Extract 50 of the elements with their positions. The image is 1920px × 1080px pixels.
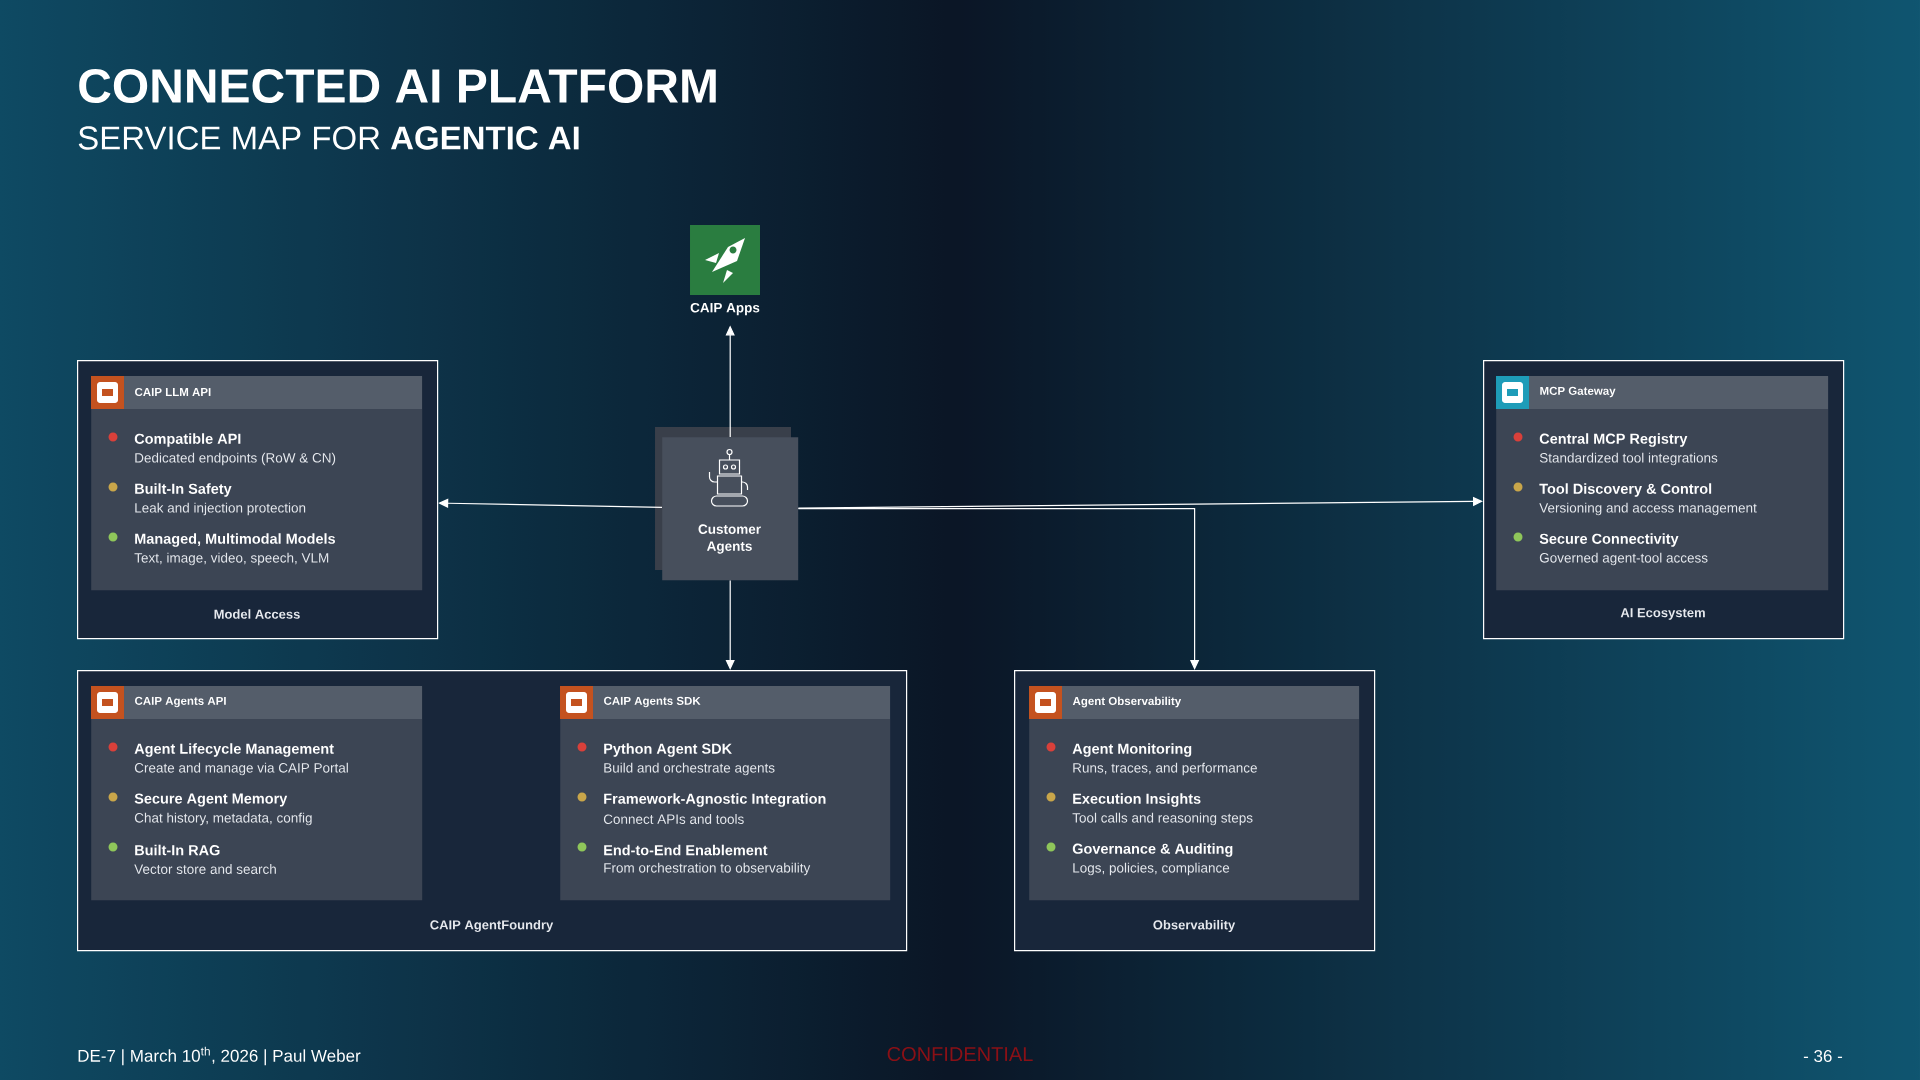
- feature-description: Build and orchestrate agents: [604, 762, 775, 776]
- page-number: - 36 -: [1803, 1050, 1843, 1063]
- card-title: Agent Observability: [1072, 696, 1182, 708]
- confidential-mark: CONFIDENTIAL: [887, 1046, 1033, 1062]
- subtitle: SERVICE MAP FOR AGENTIC AI: [78, 126, 579, 150]
- arrow: [725, 579, 735, 670]
- feature-title: Secure Agent Memory: [134, 793, 288, 807]
- feature-title: Managed, Multimodal Models: [135, 533, 336, 547]
- app-label: CAIP Apps: [690, 302, 760, 316]
- feature-title: Agent Lifecycle Management: [134, 743, 334, 757]
- feature-description: Create and manage via CAIP Portal: [134, 762, 348, 776]
- feature-description: Tool calls and reasoning steps: [1072, 812, 1253, 826]
- feature-title: End-to-End Enablement: [604, 844, 768, 856]
- feature-description: Text, image, video, speech, VLM: [134, 552, 329, 566]
- arrow: [797, 496, 1483, 509]
- feature-description: Dedicated endpoints (RoW & CN): [135, 452, 336, 466]
- title: CONNECTED AI PLATFORM: [79, 69, 716, 103]
- feature-title: Compatible API: [134, 433, 241, 447]
- feature-description: Connect APIs and tools: [603, 814, 744, 824]
- service-card: [91, 686, 423, 901]
- agent-box: Customer Agents: [655, 427, 799, 581]
- feature-title: Secure Connectivity: [1539, 533, 1679, 547]
- card-title: CAIP Agents SDK: [604, 696, 701, 708]
- feature-title: Governance & Auditing: [1072, 843, 1233, 857]
- footer-text: DE-7 | March 10$^{th}$, 2026 | Paul Weber: [78, 1046, 361, 1066]
- service-card: [1496, 376, 1829, 591]
- feature-description: Governed agent-tool access: [1539, 552, 1708, 566]
- feature-description: Logs, policies, compliance: [1073, 862, 1230, 876]
- arrow: [797, 508, 1200, 670]
- feature-title: Execution Insights: [1073, 793, 1201, 807]
- feature-title: Framework-Agnostic Integration: [604, 793, 826, 807]
- feature-description: Versioning and access management: [1539, 502, 1757, 516]
- feature-title: Central MCP Registry: [1539, 433, 1688, 447]
- card-title: MCP Gateway: [1540, 386, 1616, 398]
- feature-title: Python Agent SDK: [604, 743, 732, 757]
- card-title: CAIP LLM API: [135, 387, 211, 397]
- feature-title: Agent Monitoring: [1072, 743, 1192, 757]
- service-card: [1029, 686, 1360, 901]
- feature-description: From orchestration to observability: [604, 862, 811, 876]
- feature-description: Vector store and search: [134, 864, 276, 874]
- feature-description: Runs, traces, and performance: [1073, 762, 1257, 776]
- service-card: [91, 376, 423, 591]
- feature-title: Built-In RAG: [135, 844, 220, 856]
- feature-title: Built-In Safety: [135, 483, 232, 497]
- feature-description: Standardized tool integrations: [1539, 452, 1718, 466]
- feature-description: Chat history, metadata, config: [134, 812, 312, 826]
- service-card: [560, 686, 891, 901]
- card-title: CAIP Agents API: [135, 696, 226, 708]
- feature-description: Leak and injection protection: [135, 502, 306, 516]
- feature-title: Tool Discovery & Control: [1539, 483, 1712, 497]
